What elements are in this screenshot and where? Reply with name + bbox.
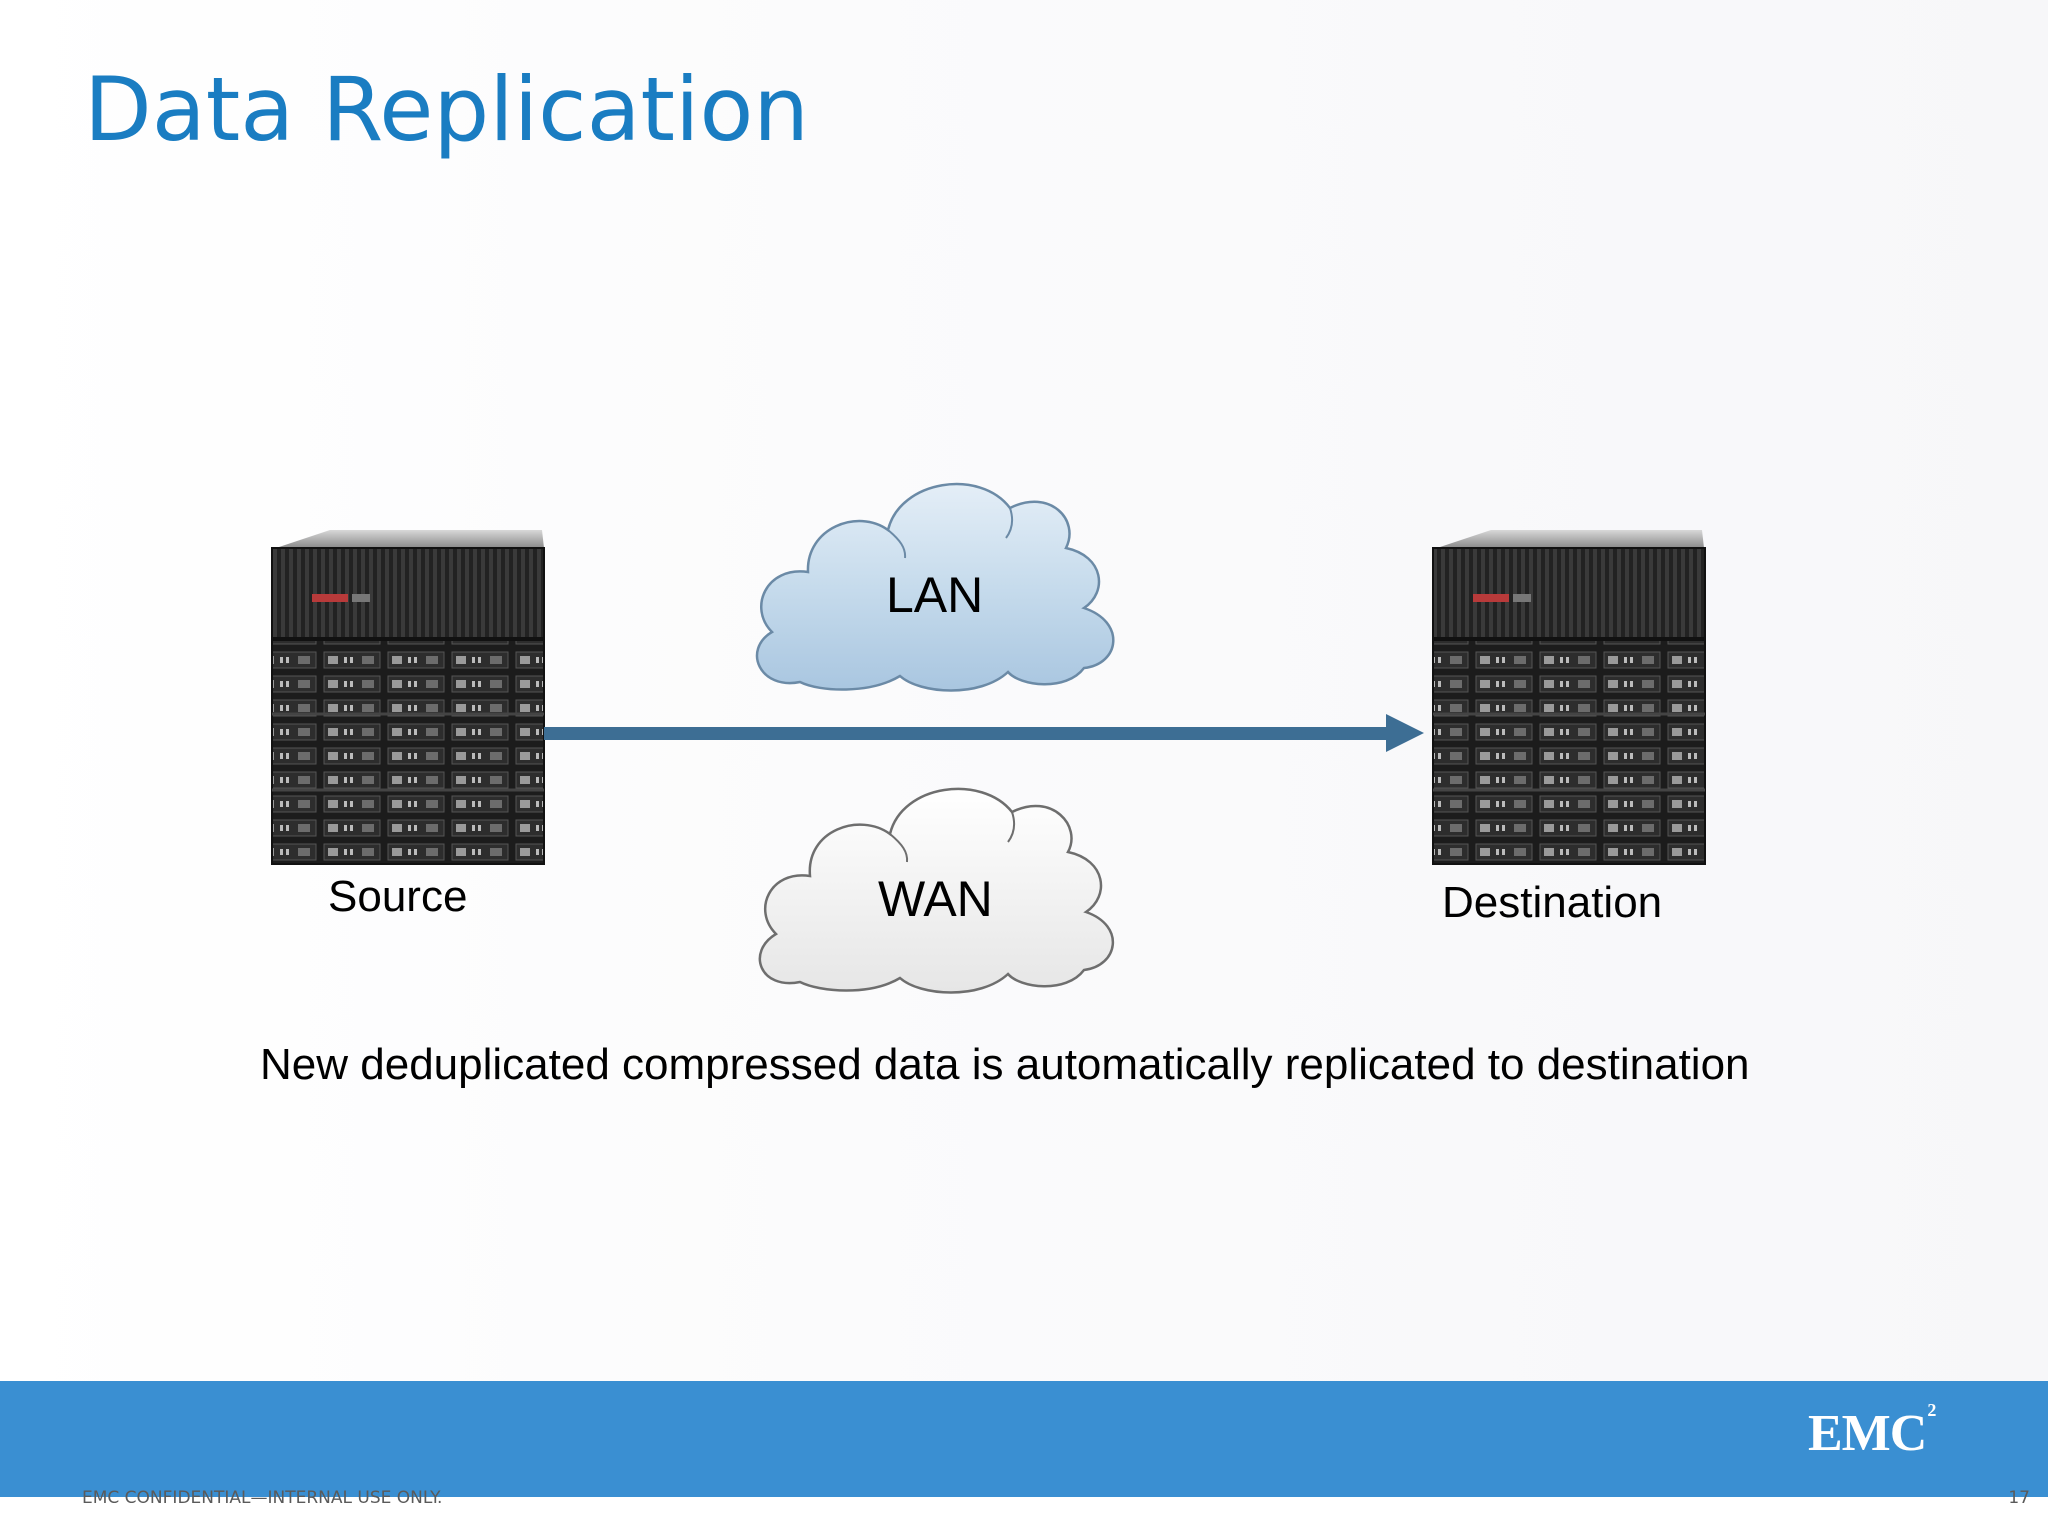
logo-superscript: 2 — [1927, 1400, 1936, 1420]
replication-arrow — [544, 714, 1424, 752]
wan-cloud-icon — [758, 787, 1115, 994]
wan-label: WAN — [878, 871, 993, 927]
emc-logo: EMC2 — [1808, 1400, 1936, 1463]
lan-cloud-icon — [755, 482, 1115, 692]
footer-bar — [0, 1381, 2048, 1497]
caption-text: New deduplicated compressed data is auto… — [260, 1040, 1750, 1089]
destination-label: Destination — [1442, 878, 1663, 927]
logo-text: EMC — [1808, 1405, 1927, 1462]
slide-title: Data Replication — [84, 58, 810, 161]
lan-label: LAN — [886, 567, 984, 623]
confidential-notice: EMC CONFIDENTIAL—INTERNAL USE ONLY. — [82, 1488, 443, 1508]
page-number: 17 — [2008, 1488, 2030, 1508]
destination-storage-rack-icon — [1432, 530, 1706, 865]
source-storage-rack-icon — [271, 530, 545, 865]
footer-strip — [0, 1497, 2048, 1536]
source-label: Source — [328, 872, 468, 921]
